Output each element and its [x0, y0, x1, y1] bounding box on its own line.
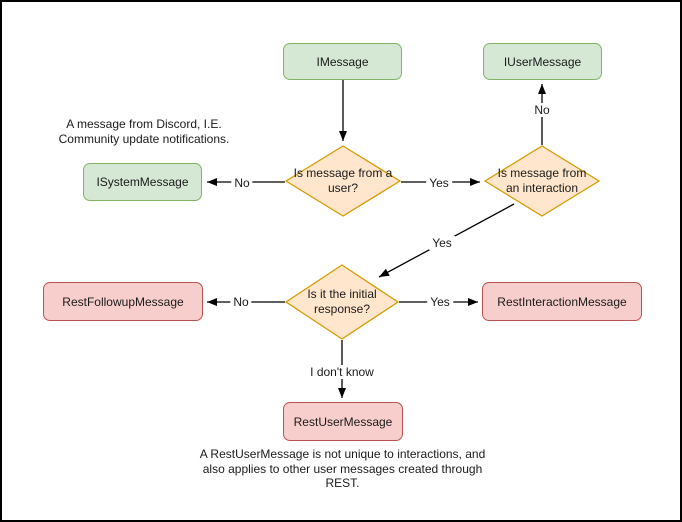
diamond-shape — [484, 145, 600, 217]
node-imessage-label: IMessage — [316, 54, 369, 69]
node-iusermessage[interactable]: IUserMessage — [483, 43, 602, 80]
edge-label-initial-unknown[interactable]: I don't know — [307, 365, 377, 379]
node-restusermessage[interactable]: RestUserMessage — [283, 402, 403, 441]
edge-label-interaction-no[interactable]: No — [531, 103, 553, 117]
edge-label-user-yes[interactable]: Yes — [426, 176, 452, 190]
diamond-shape — [285, 145, 401, 217]
node-restinteractionmessage-label: RestInteractionMessage — [497, 294, 627, 309]
node-is-initial-response-label: Is it the initial response? — [307, 287, 377, 316]
node-restinteractionmessage[interactable]: RestInteractionMessage — [482, 282, 642, 321]
node-restfollowupmessage-label: RestFollowupMessage — [62, 294, 184, 309]
node-is-message-from-interaction-label: Is message from an interaction — [497, 166, 587, 195]
edge-label-initial-no[interactable]: No — [230, 295, 252, 309]
node-is-message-from-user-label: Is message from a user? — [293, 166, 393, 195]
node-restfollowupmessage[interactable]: RestFollowupMessage — [43, 282, 203, 321]
node-is-message-from-interaction[interactable]: Is message from an interaction — [484, 145, 600, 217]
diamond-shape — [285, 264, 399, 340]
node-imessage[interactable]: IMessage — [283, 43, 402, 80]
node-isystemmessage-label: ISystemMessage — [96, 175, 189, 189]
node-restusermessage-label: RestUserMessage — [293, 414, 393, 429]
node-is-initial-response[interactable]: Is it the initial response? — [285, 264, 399, 340]
note-rest-user-message[interactable]: A RestUserMessage is not unique to inter… — [199, 447, 486, 491]
edge-label-interaction-yes[interactable]: Yes — [429, 236, 455, 250]
node-is-message-from-user[interactable]: Is message from a user? — [285, 145, 401, 217]
edge-label-initial-yes[interactable]: Yes — [427, 295, 453, 309]
node-iusermessage-label: IUserMessage — [503, 54, 582, 69]
node-isystemmessage[interactable]: ISystemMessage — [83, 163, 202, 201]
note-system-message[interactable]: A message from Discord, I.E. Community u… — [58, 117, 230, 146]
edge-label-user-no[interactable]: No — [231, 176, 253, 190]
